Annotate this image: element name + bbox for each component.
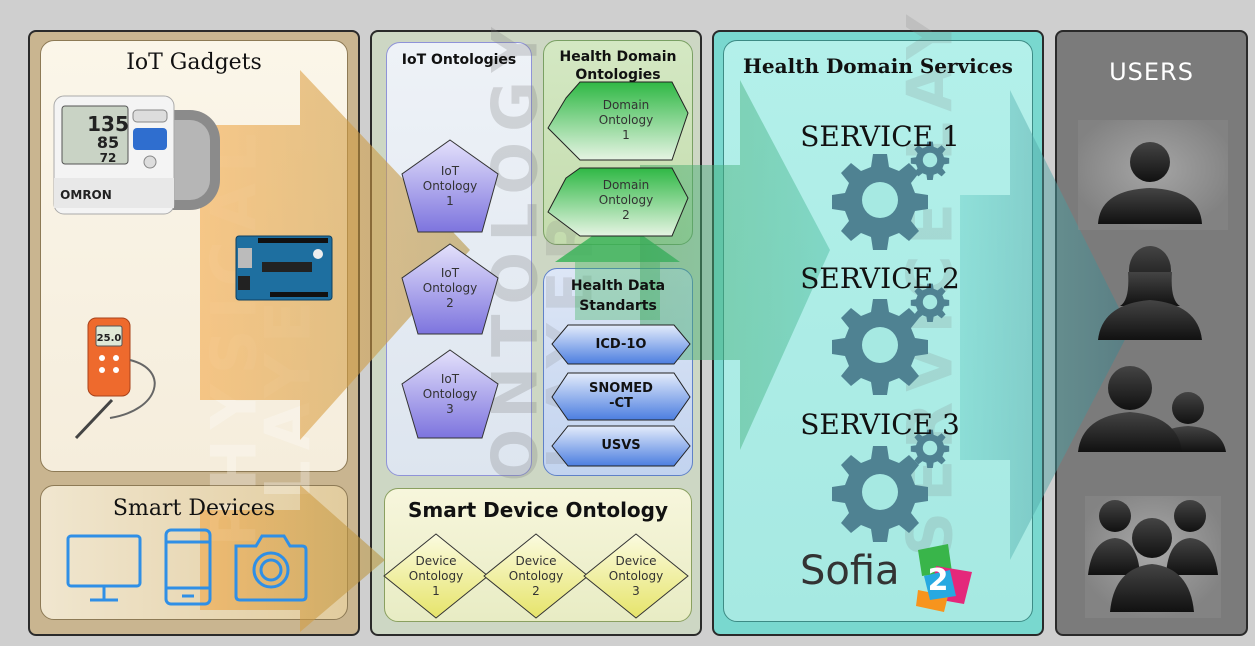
device-ontology-1-shape	[383, 533, 489, 619]
blood-pressure-monitor-image	[53, 95, 220, 215]
usvs-shape	[551, 425, 691, 467]
standards-title-line2: Standarts	[579, 298, 657, 314]
device-ontology-shapes	[383, 533, 689, 619]
device-ontology-3-shape	[583, 533, 689, 619]
snomed-shape	[551, 372, 691, 421]
flow-arrow-service-to-users	[960, 90, 1130, 560]
meter-reading: 25.0	[97, 333, 122, 344]
single-user-icon	[1098, 142, 1202, 224]
arduino-board-image	[235, 235, 333, 301]
standards-shapes	[551, 324, 691, 467]
iot-ontology-2-shape	[401, 243, 499, 335]
female-user-icon	[1098, 246, 1202, 340]
standards-title-line1: Health Data	[570, 278, 666, 294]
health-domain-ontologies-title: Health Domain Ontologies	[543, 48, 693, 84]
sofia2-logo-number: 2	[928, 563, 949, 598]
group-users-icon	[1088, 500, 1218, 612]
iot-ontologies-title: IoT Ontologies	[401, 52, 517, 68]
health-domain-title-line1: Health Domain	[559, 49, 677, 65]
service-2-label: SERVICE 2	[800, 262, 960, 295]
flow-arrow-ontology-to-service	[640, 80, 830, 450]
sofia2-logo-mark	[916, 544, 972, 612]
snomed-label: SNOMED-CT	[589, 381, 653, 411]
icd-shape	[551, 324, 691, 365]
smart-device-ontology-title: Smart Device Ontology	[407, 498, 669, 522]
users-title: USERS	[1109, 58, 1194, 86]
health-domain-services-title: Health Domain Services	[743, 54, 1013, 78]
bp-reading-pulse: 72	[100, 151, 117, 165]
flow-arrow-physical-to-ontology	[200, 70, 470, 440]
iot-ontology-1-shape	[401, 139, 499, 233]
iot-ontology-3-shape	[401, 349, 499, 439]
bp-reading-systolic: 135	[87, 112, 129, 136]
gear-icons	[832, 141, 950, 542]
domain-ontology-shapes	[547, 81, 689, 237]
sofia-logo-word: Sofia	[800, 548, 900, 594]
iot-gadgets-title: IoT Gadgets	[126, 50, 262, 75]
monitor-icon	[66, 534, 142, 602]
smartphone-icon	[164, 528, 212, 606]
health-data-standards-title: Health Data Standarts	[543, 276, 693, 316]
icd-label: ICD-1O	[595, 337, 647, 352]
domain-ontology-2-shape	[547, 167, 689, 237]
thermometer-meter-image	[74, 317, 156, 440]
service-1-label: SERVICE 1	[800, 120, 960, 153]
user-icons	[1078, 120, 1228, 618]
flow-arrow-devices-to-ontology	[200, 485, 385, 632]
iot-ontology-shapes	[401, 139, 499, 439]
standards-up-arrow-stem	[575, 262, 660, 320]
domain-ontology-1-shape	[547, 81, 689, 161]
device-ontology-2-shape	[483, 533, 589, 619]
smart-devices-title: Smart Devices	[112, 496, 276, 521]
bp-reading-diastolic: 85	[97, 133, 119, 152]
service-3-label: SERVICE 3	[800, 408, 960, 441]
bp-brand-label: OMRON	[60, 188, 112, 202]
two-users-icon	[1078, 366, 1226, 452]
health-domain-title-line2: Ontologies	[575, 67, 661, 83]
usvs-label: USVS	[601, 438, 641, 453]
camera-icon	[234, 534, 308, 602]
